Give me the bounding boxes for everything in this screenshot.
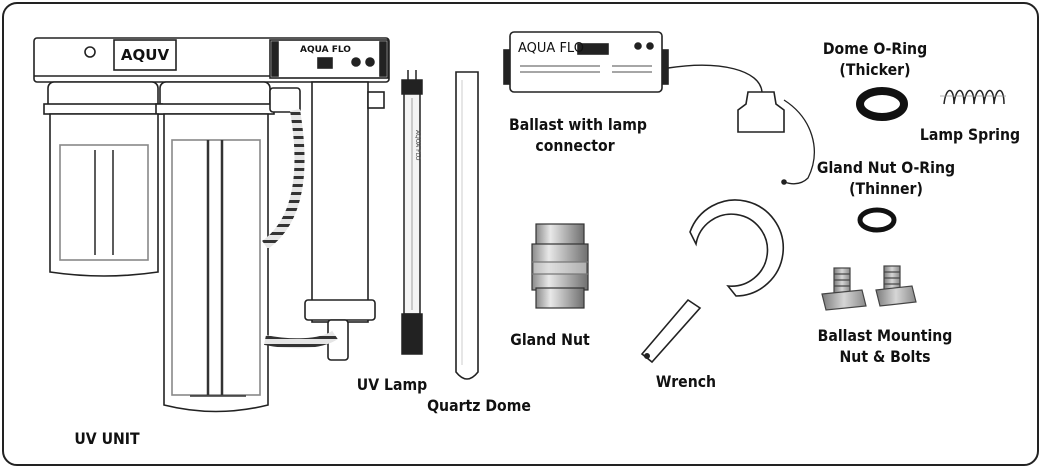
dome-oring xyxy=(856,87,908,121)
inlet-hose xyxy=(261,109,305,250)
gland-nut-label: Gland Nut xyxy=(510,330,590,349)
gland-oring-label-line1: Gland Nut O-Ring xyxy=(816,158,956,177)
ballast-label-line2: connector xyxy=(535,136,615,155)
bolts-label: Ballast Mounting Nut & Bolts xyxy=(810,325,960,367)
gland-nut xyxy=(531,223,589,309)
ballast-body xyxy=(509,31,663,93)
dome-oring-label-line2: (Thicker) xyxy=(839,60,911,79)
quartz-dome-label: Quartz Dome xyxy=(427,396,531,415)
outlet-hose xyxy=(264,330,338,349)
ballast-label-line1: Ballast with lamp xyxy=(509,115,647,134)
gland-oring-label-line2: (Thinner) xyxy=(849,179,923,198)
right-filter-housing xyxy=(163,113,269,413)
lamp-connector xyxy=(737,91,785,133)
dome-oring-label: Dome O-Ring (Thicker) xyxy=(818,38,932,80)
wrench-label: Wrench xyxy=(655,372,717,391)
unit-head-brand: AQUA FLO xyxy=(300,45,351,55)
left-filter-housing xyxy=(49,113,159,277)
bolts-label-line2: Nut & Bolts xyxy=(839,347,931,366)
ballast-brand: AQUA FLO xyxy=(518,41,584,56)
hanger-hole-icon xyxy=(84,46,96,58)
ballast-label: Ballast with lamp connector xyxy=(509,114,647,156)
quartz-dome xyxy=(455,71,479,380)
uv-lamp-tube-text: AQUA FLO xyxy=(414,130,421,161)
lamp-spring-label: Lamp Spring xyxy=(919,125,1021,144)
uv-unit xyxy=(33,37,390,413)
lamp-spring xyxy=(940,89,1006,105)
ballast xyxy=(503,31,815,185)
wrench xyxy=(640,199,785,364)
mounting-bolts xyxy=(821,265,917,311)
gland-oring-label: Gland Nut O-Ring (Thinner) xyxy=(816,157,957,199)
ballast-cord xyxy=(667,64,763,93)
unit-logo: AQUV xyxy=(121,46,170,64)
dome-oring-label-line1: Dome O-Ring xyxy=(822,39,928,58)
gland-nut-oring xyxy=(857,207,897,233)
uv-chamber xyxy=(311,81,369,323)
uv-unit-label: UV UNIT xyxy=(74,429,140,448)
bolts-label-line1: Ballast Mounting xyxy=(817,326,953,345)
uv-lamp xyxy=(401,70,423,355)
uv-lamp-label: UV Lamp xyxy=(356,375,428,394)
